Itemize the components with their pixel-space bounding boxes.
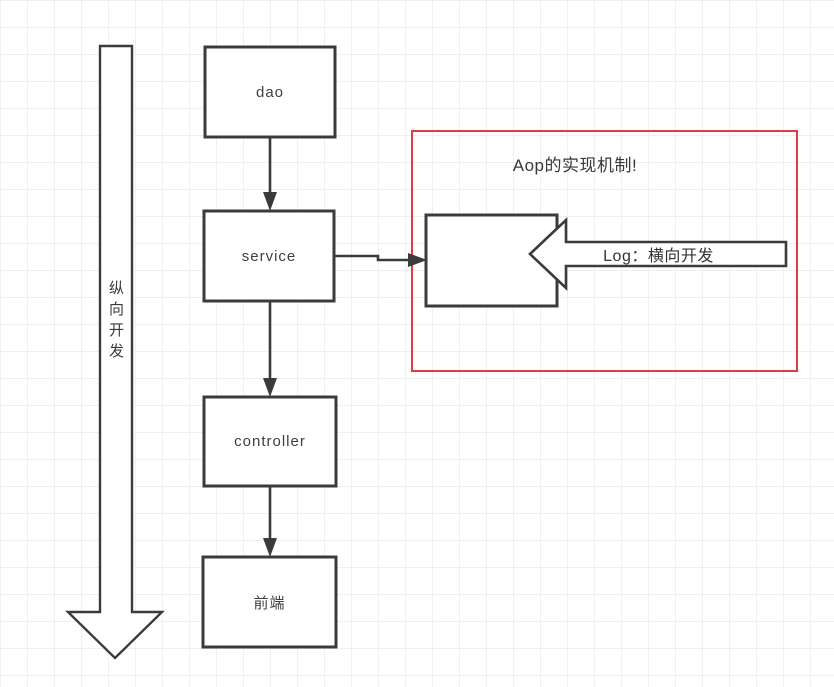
dao-to-service-connector[interactable]: [263, 137, 277, 211]
service-to-aop-line: [334, 254, 410, 262]
log-arrow[interactable]: [528, 216, 788, 292]
service-to-aop-connector[interactable]: [334, 253, 427, 267]
vertical-dev-arrow[interactable]: [65, 44, 165, 660]
aop-highlight-frame[interactable]: [411, 130, 798, 372]
controller-box[interactable]: [202, 395, 338, 488]
controller-to-frontend-connector[interactable]: [263, 486, 277, 557]
dao-box[interactable]: [203, 45, 337, 139]
dao-to-service-arrowhead-icon: [263, 192, 277, 211]
frontend-box[interactable]: [201, 555, 338, 649]
controller-to-frontend-arrowhead-icon: [263, 538, 277, 557]
service-to-controller-connector[interactable]: [263, 301, 277, 397]
service-box[interactable]: [202, 209, 336, 303]
service-to-controller-arrowhead-icon: [263, 378, 277, 397]
service-to-aop-arrowhead-icon: [408, 253, 427, 267]
